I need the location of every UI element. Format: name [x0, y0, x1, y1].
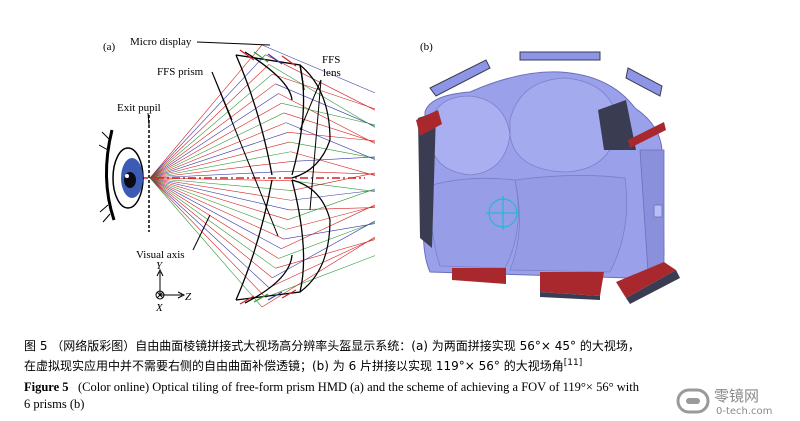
dark-base-bottom-right [626, 270, 680, 304]
top-display-middle [519, 51, 601, 61]
panel-b-label: (b) [420, 41, 433, 53]
ray-line [149, 177, 284, 240]
label-visual-axis: Visual axis [136, 249, 185, 261]
ray-line [149, 73, 273, 179]
ray-line [149, 122, 287, 179]
ray-line [272, 73, 376, 110]
ray-line [289, 141, 376, 159]
ray-line [149, 177, 287, 230]
ray-line [290, 189, 376, 201]
caption-english: Figure 5 (Color online) Optical tiling o… [24, 379, 784, 413]
caption-zh-line-1: 图 5 （网络版彩图）自由曲面棱镜拼接式大视场高分辨率头盔显示系统：(a) 为两… [24, 339, 640, 353]
ray-line [272, 220, 376, 279]
figure-panels: (a) [98, 36, 680, 314]
red-display-left [416, 110, 442, 136]
micro-display-top [239, 49, 297, 67]
ray-line [290, 151, 376, 176]
ray-line [149, 64, 270, 179]
caption-zh-line-2-text: 在虚拟现实应用中并不需要右侧的自由曲面补偿透镜；(b) 为 6 片拼接以实现 1… [24, 359, 564, 373]
caption-en-line-1: Figure 5 (Color online) Optical tiling o… [24, 379, 784, 396]
ray-line [149, 54, 266, 179]
ray-line [149, 170, 292, 179]
ray-line [149, 112, 284, 179]
watermark-text-cn: 零镜网 [714, 387, 759, 405]
label-ffs-lens-1: FFS [322, 54, 340, 66]
caption-en-line-1-text: (Color online) Optical tiling of free-fo… [77, 380, 639, 394]
leader-lines [147, 41, 322, 251]
top-display-left [429, 59, 491, 97]
label-exit-pupil: Exit pupil [117, 102, 161, 114]
ray-line [149, 132, 289, 179]
label-ffs-prism: FFS prism [157, 66, 204, 78]
ray-line [261, 44, 376, 94]
label-ffs-lens-2: lens [323, 67, 341, 79]
top-display-right [625, 67, 663, 97]
red-display-bottom-middle [540, 272, 604, 296]
side-tab [653, 204, 663, 218]
red-display-bottom-left [452, 268, 506, 284]
axis-x-label: X [155, 302, 164, 314]
dark-face-right [598, 100, 636, 150]
eye-illustration [98, 129, 144, 223]
axis-z-label: Z [185, 291, 192, 303]
ray-line [278, 93, 376, 144]
ray-line [149, 177, 273, 279]
watermark-text-url: 0-tech.com [716, 406, 772, 417]
ray-line [149, 83, 276, 179]
caption-chinese: 图 5 （网络版彩图）自由曲面棱镜拼接式大视场高分辨率头盔显示系统：(a) 为两… [24, 338, 784, 375]
ray-line [291, 180, 376, 192]
ffs-lens [291, 64, 331, 293]
ffs-prism-lower [235, 179, 305, 304]
ray-line [149, 177, 282, 250]
caption-zh-line-2: 在虚拟现实应用中并不需要右侧的自由曲面补偿透镜；(b) 为 6 片拼接以实现 1… [24, 355, 784, 375]
micro-display-bottom [239, 289, 297, 305]
ray-line [149, 44, 263, 179]
ray-line [149, 177, 266, 298]
caption-en-figure-label: Figure 5 [24, 380, 69, 394]
ray-line [287, 132, 376, 142]
ray-line [149, 177, 276, 269]
panel-a-label: (a) [103, 41, 116, 53]
prism-lower-left-lobe [430, 177, 519, 269]
dark-base-bottom-middle [540, 292, 600, 300]
ray-line [149, 177, 270, 288]
ray-line [278, 221, 376, 259]
red-display-bottom-right [616, 262, 676, 298]
caption-zh-reference: [11] [563, 358, 583, 368]
ray-line [281, 204, 376, 250]
ray-line [291, 156, 376, 162]
ray-line [149, 102, 282, 179]
ray-line [149, 177, 263, 308]
ray-line [149, 177, 279, 259]
watermark: 零镜网 0-tech.com [676, 387, 772, 417]
caption-en-line-2: 6 prisms (b) [24, 397, 85, 411]
ray-line [149, 151, 291, 179]
ray-line [149, 93, 279, 179]
ray-line [287, 188, 376, 220]
coordinate-axes [155, 268, 186, 300]
watermark-logo-icon [676, 388, 710, 414]
prism-lower-right-lobe [509, 175, 628, 273]
red-display-right [628, 122, 666, 148]
axis-y-label: Y [156, 260, 164, 272]
dark-face-left [418, 112, 436, 248]
panel-a: (a) [98, 36, 376, 314]
ray-line [291, 172, 376, 191]
target-reticle-icon [486, 196, 520, 230]
ray-line [149, 161, 292, 179]
ray-line [289, 207, 376, 211]
ray-line [149, 177, 292, 191]
panel-b: (b) [416, 41, 680, 304]
ray-line [149, 177, 291, 201]
label-micro-display: Micro display [130, 36, 192, 48]
ffs-prism-upper [235, 51, 305, 176]
ray-line [265, 255, 376, 298]
ray-fan [149, 44, 376, 308]
